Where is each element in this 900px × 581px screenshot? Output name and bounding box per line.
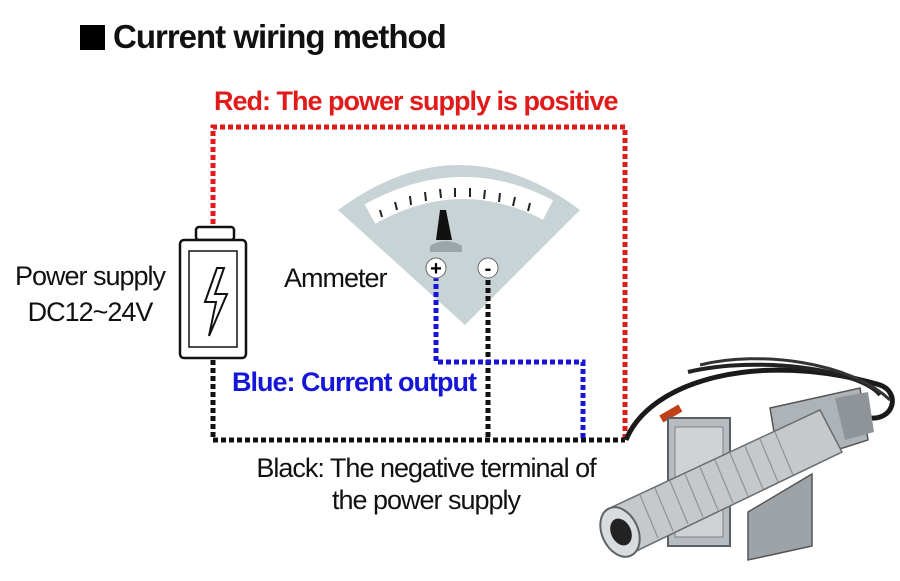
ammeter-icon bbox=[338, 165, 580, 325]
power-supply-label-line2: DC12~24V bbox=[27, 297, 154, 327]
blue-wire-label: Blue: Current output bbox=[232, 367, 477, 397]
red-wire bbox=[210, 124, 628, 440]
blue-wire bbox=[433, 276, 586, 440]
power-supply-label: Power supply DC12~24V bbox=[4, 258, 176, 330]
page-title: Current wiring method bbox=[80, 18, 447, 56]
title-text: Current wiring method bbox=[113, 18, 447, 55]
ammeter-positive-terminal: + bbox=[425, 257, 447, 280]
ammeter-label: Ammeter bbox=[284, 263, 388, 293]
svg-text:+: + bbox=[430, 258, 442, 280]
black-wire bbox=[210, 360, 625, 443]
power-supply-label-line1: Power supply bbox=[14, 261, 166, 291]
black-wire-label: Black: The negative terminal of the powe… bbox=[236, 452, 616, 516]
black-wire-label-line1: Black: The negative terminal of bbox=[256, 453, 596, 483]
red-wire-label: Red: The power supply is positive bbox=[214, 86, 619, 116]
svg-text:-: - bbox=[485, 258, 492, 280]
bullet-square-icon bbox=[80, 24, 105, 50]
battery-icon bbox=[178, 225, 248, 360]
ammeter-negative-terminal: - bbox=[477, 257, 499, 280]
sensor-probe-icon bbox=[599, 357, 895, 561]
black-wire-label-line2: the power supply bbox=[331, 485, 521, 515]
lightning-icon bbox=[203, 267, 229, 337]
